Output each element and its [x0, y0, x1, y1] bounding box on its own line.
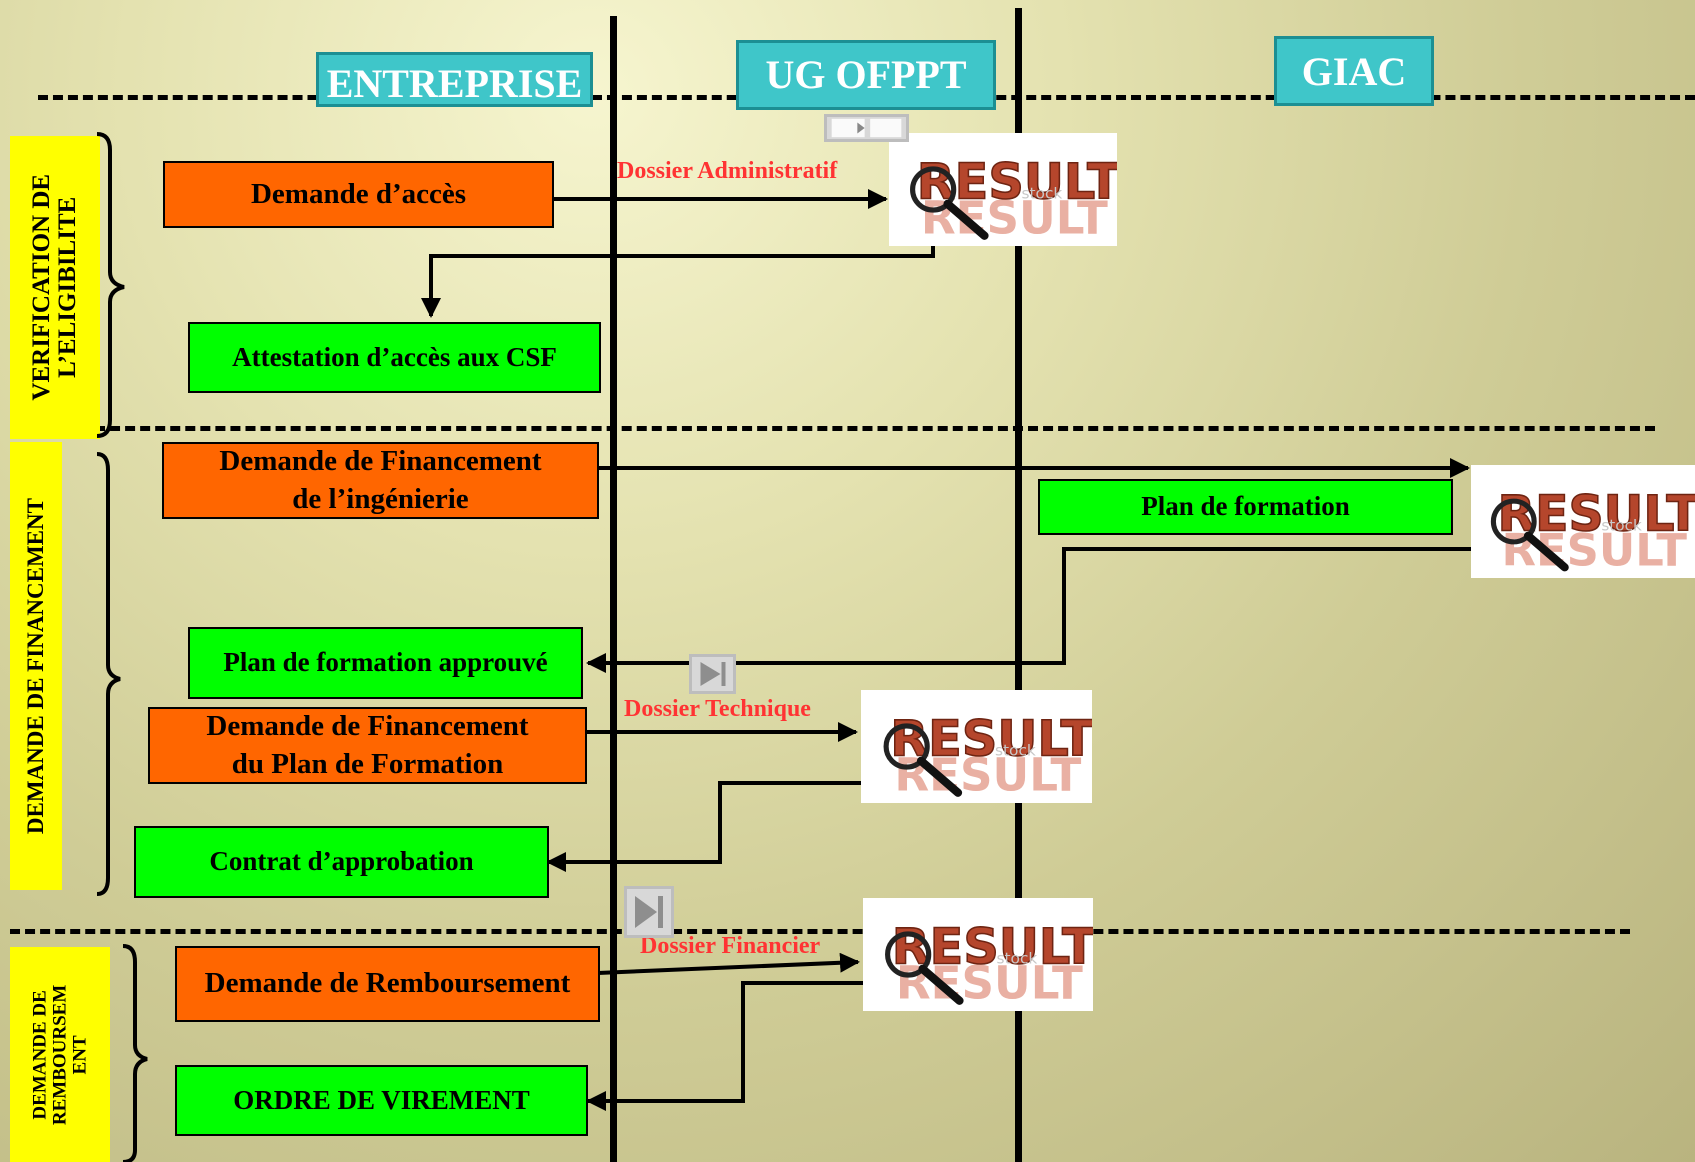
result-watermark: stock: [1021, 185, 1062, 203]
result-image-ug-1: RESULT RESULT stock: [889, 133, 1117, 246]
step-demande-acces: Demande d’accès: [163, 161, 554, 228]
lane-header-giac: GIAC: [1274, 36, 1434, 106]
result-magnifier-icon: RESULT RESULT stock: [883, 709, 1092, 802]
phase-separator-bottom: [10, 929, 1630, 934]
play-next-button-1[interactable]: [824, 114, 909, 142]
step-plan-approuve: Plan de formation approuvé: [188, 627, 583, 699]
step-demande-ingenierie-line2: de l’ingénierie: [292, 482, 469, 515]
doc-label-administratif: Dossier Administratif: [617, 158, 838, 184]
lane-header-entreprise: ENTREPRISE: [316, 52, 593, 107]
step-plan-formation: Plan de formation: [1038, 479, 1453, 535]
result-watermark: stock: [1601, 517, 1642, 535]
arrow-contrat: [546, 781, 910, 872]
step-demande-plan-line1: Demande de Financement: [206, 709, 529, 742]
play-next-icon: [635, 896, 663, 928]
step-demande-ingenierie-line1: Demande de Financement: [219, 444, 542, 477]
result-image-ug-2: RESULT RESULT stock: [861, 690, 1092, 803]
step-demande-plan-line2: du Plan de Formation: [231, 747, 504, 780]
phase-separator-middle: [95, 426, 1655, 431]
arrow-remboursement: [597, 952, 860, 975]
lane-header-ug-ofppt: UG OFPPT: [736, 40, 996, 110]
brace-financement: [96, 452, 121, 896]
result-image-ug-3: RESULT RESULT stock: [863, 898, 1093, 1011]
phase-label-eligibilite: VERIFICATION DE L’ELIGIBILITE: [10, 136, 100, 439]
step-attestation: Attestation d’accès aux CSF: [188, 322, 601, 393]
play-next-icon: [700, 662, 726, 686]
phase-label-financement: DEMANDE DE FINANCEMENT: [10, 442, 62, 890]
lane-divider-left: [610, 16, 617, 1162]
arrow-attestation: [421, 232, 935, 318]
step-demande-remboursement: Demande de Remboursement: [175, 946, 600, 1022]
result-watermark: stock: [996, 950, 1037, 968]
play-next-button-2[interactable]: [689, 654, 736, 694]
result-magnifier-icon: RESULT RESULT stock: [1490, 485, 1695, 576]
result-magnifier-icon: RESULT RESULT stock: [885, 917, 1093, 1010]
arrow-plan-approuve: [586, 547, 1560, 673]
brace-eligibilite: [96, 132, 125, 438]
doc-label-technique: Dossier Technique: [624, 696, 811, 722]
phase-label-remboursement: DEMANDE DE REMBOURSEM ENT: [10, 947, 110, 1162]
step-demande-plan: Demande de Financement du Plan de Format…: [148, 707, 587, 784]
step-demande-ingenierie: Demande de Financement de l’ingénierie: [162, 442, 599, 519]
lane-divider-right: [1015, 8, 1022, 1162]
step-ordre-virement: ORDRE DE VIREMENT: [175, 1065, 588, 1136]
arrow-ordre-virement: [586, 981, 908, 1111]
play-next-icon: [831, 118, 902, 138]
result-magnifier-icon: RESULT RESULT stock: [910, 152, 1117, 245]
result-image-giac: RESULT RESULT stock: [1471, 465, 1695, 578]
brace-remboursement: [122, 944, 148, 1162]
play-next-button-3[interactable]: [624, 886, 674, 938]
result-watermark: stock: [995, 742, 1036, 760]
step-contrat: Contrat d’approbation: [134, 826, 549, 898]
